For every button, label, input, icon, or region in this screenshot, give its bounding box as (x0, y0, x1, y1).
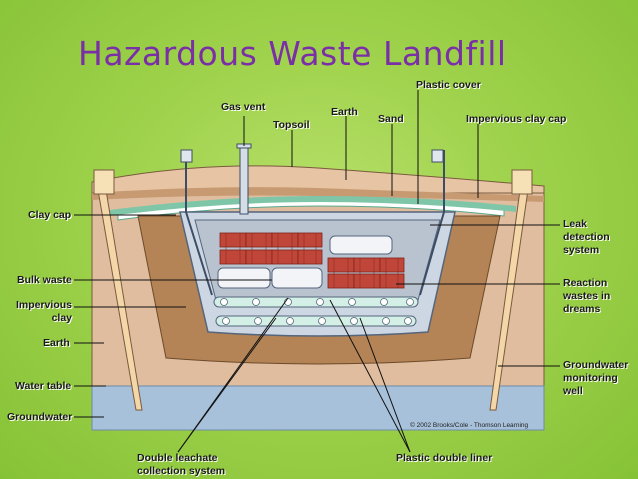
label-topsoil: Topsoil (273, 119, 310, 131)
copyright-text: © 2002 Brooks/Cole - Thomson Learning (410, 422, 529, 429)
label-clay-cap: Clay cap (28, 209, 72, 221)
label-groundwater-well: Groundwater monitoring well (563, 359, 629, 397)
clay-cap-green (110, 196, 516, 216)
label-groundwater: Groundwater (7, 411, 73, 423)
label-plastic-double-liner: Plastic double liner (396, 452, 493, 464)
leachate-layer-1 (213, 296, 419, 308)
label-sand: Sand (378, 113, 404, 125)
diagram-title: Hazardous Waste Landfill (78, 34, 507, 73)
label-plastic-cover: Plastic cover (416, 79, 481, 91)
label-water-table: Water table (15, 380, 72, 392)
plastic-cover (185, 150, 445, 296)
label-impervious-clay-cap: Impervious clay cap (466, 113, 567, 125)
label-impervious-clay: Impervious clay (15, 299, 72, 324)
bulk-waste-drums (217, 235, 393, 289)
leachate-layer-2 (215, 315, 417, 327)
label-leak-detection: Leak detection system (563, 218, 610, 256)
gas-vent (239, 145, 249, 215)
clay-cap-layer (92, 187, 544, 202)
label-double-leachate: Double leachate collection system (137, 452, 226, 477)
label-reaction-wastes: Reaction wastes in dreams (563, 277, 611, 315)
groundwater-band (91, 385, 545, 431)
label-gas-vent: Gas vent (221, 101, 266, 113)
label-earth-left: Earth (43, 337, 70, 349)
label-bulk-waste: Bulk waste (17, 274, 72, 286)
topsoil-layer (91, 165, 545, 194)
label-earth-top: Earth (331, 106, 358, 118)
